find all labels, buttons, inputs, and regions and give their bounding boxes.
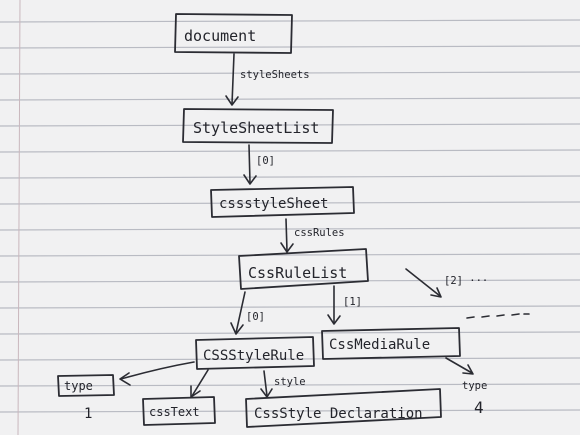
node-cssrulelist: CssRuleList bbox=[238, 248, 369, 290]
edge-index-0-rule: [0] bbox=[230, 291, 265, 335]
edge-index-0-sheet: [0] bbox=[243, 144, 275, 185]
node-type-label: type bbox=[64, 379, 93, 393]
node-cssstylerule-label: CSSStyleRule bbox=[203, 348, 304, 364]
node-cssmediarule: CssMediaRule bbox=[321, 327, 461, 360]
node-cssstyledeclaration: CssStyle Declaration bbox=[245, 388, 442, 428]
edge-media-type: type bbox=[445, 357, 487, 392]
edge-index-0-sheet-label: [0] bbox=[256, 155, 275, 167]
edge-style: style bbox=[260, 370, 306, 398]
node-csstext: cssText bbox=[142, 396, 216, 426]
node-cssrulelist-label: CssRuleList bbox=[248, 264, 347, 282]
node-cssmediarule-label: CssMediaRule bbox=[329, 337, 430, 353]
style-rule-type-value: 1 bbox=[84, 406, 92, 422]
edge-cssrules: cssRules bbox=[280, 218, 345, 253]
edge-stylesheets: styleSheets bbox=[225, 53, 310, 106]
node-csstext-label: cssText bbox=[149, 405, 200, 419]
edge-csstext bbox=[190, 369, 209, 398]
node-stylesheetlist-label: StyleSheetList bbox=[193, 119, 319, 137]
edge-media-type-label: type bbox=[462, 380, 487, 392]
node-cssstylerule: CSSStyleRule bbox=[195, 336, 315, 370]
node-type: type bbox=[57, 374, 115, 397]
edge-index-1-rule-label: [1] bbox=[343, 296, 362, 308]
node-cssstylesheet: cssstyleSheet bbox=[210, 186, 355, 218]
edge-type bbox=[119, 361, 195, 386]
edge-index-2-rule: [2] ··· bbox=[405, 268, 488, 298]
node-stylesheetlist: StyleSheetList bbox=[182, 108, 334, 144]
node-cssstyledeclaration-label: CssStyle Declaration bbox=[254, 406, 423, 422]
edge-index-2-rule-label: [2] ··· bbox=[444, 275, 488, 287]
edge-style-label: style bbox=[274, 376, 306, 388]
edge-stylesheets-label: styleSheets bbox=[240, 69, 310, 81]
more-rules-dashes bbox=[466, 313, 530, 319]
node-document: document bbox=[174, 13, 293, 54]
media-rule-type-value: 4 bbox=[474, 398, 484, 417]
edge-index-1-rule: [1] bbox=[327, 285, 362, 325]
edge-cssrules-label: cssRules bbox=[294, 227, 345, 239]
node-cssstylesheet-label: cssstyleSheet bbox=[219, 196, 329, 212]
node-document-label: document bbox=[184, 27, 256, 45]
edge-index-0-rule-label: [0] bbox=[246, 311, 265, 323]
